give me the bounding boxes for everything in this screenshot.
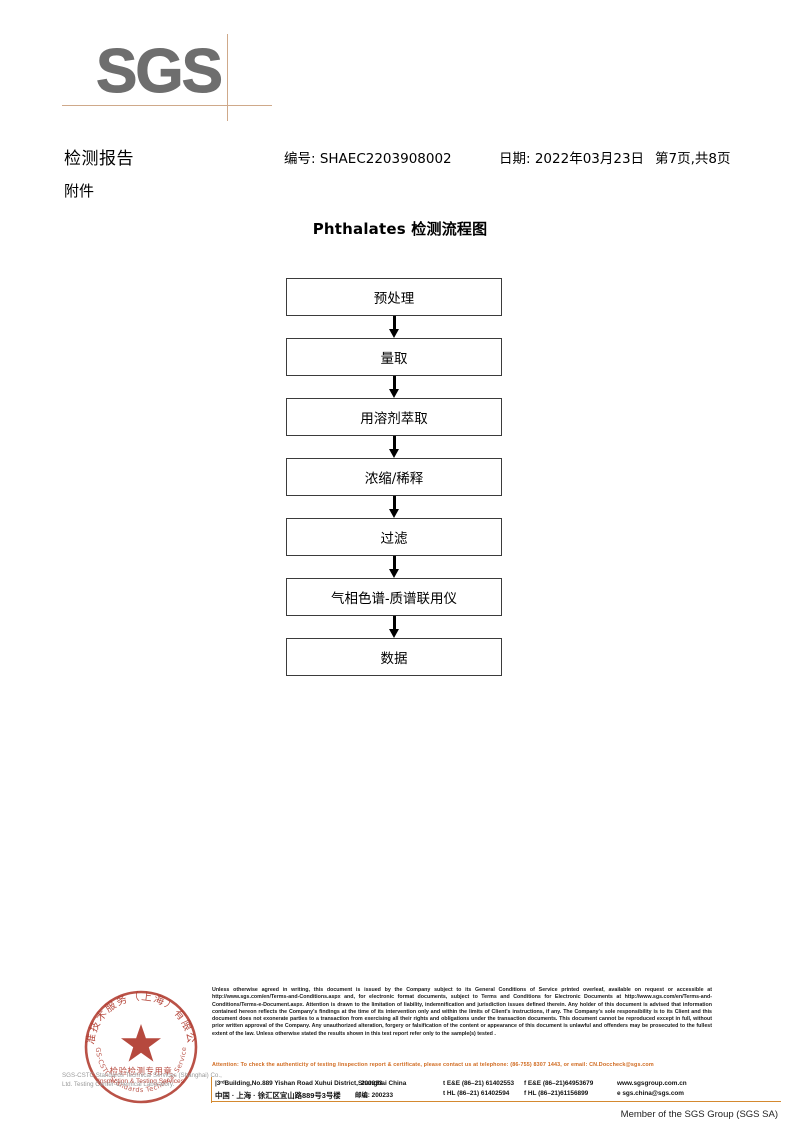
flow-arrow-down-icon [286, 616, 502, 638]
flowchart: 预处理 量取 用溶剂萃取 浓缩/稀释 过滤 气相色谱-质谱联用仪 数据 [286, 278, 504, 676]
page-title: 检测报告 [64, 149, 134, 169]
logo-vertical-rule [227, 34, 228, 121]
member-of-group-label: Member of the SGS Group (SGS SA) [620, 1109, 778, 1120]
address-cn: 中国 · 上海 · 徐汇区宜山路889号3号楼 [215, 1091, 341, 1100]
telephone-cn-1: t HL (86–21) 61402594 [443, 1090, 510, 1097]
website-link[interactable]: www.sgsgroup.com.cn [617, 1080, 687, 1087]
report-number: 编号: SHAEC2203908002 [284, 151, 452, 167]
flowchart-title: Phthalates 检测流程图 [312, 220, 488, 238]
telephone-en-1: t E&E (86–21) 61402553 [443, 1080, 515, 1087]
address-vertical-rule [211, 1077, 213, 1103]
footer-legal-text: Unless otherwise agreed in writing, this… [212, 987, 712, 1037]
address-horizontal-rule [211, 1101, 781, 1103]
attachment-label: 附件 [64, 182, 95, 200]
flow-arrow-down-icon [286, 376, 502, 398]
zip-en: 200233 [361, 1080, 383, 1087]
flow-arrow-down-icon [286, 316, 502, 338]
sgs-logo: SGS [62, 34, 272, 121]
email-link[interactable]: e sgs.china@sgs.com [617, 1090, 684, 1097]
zip-cn: 邮编: 200233 [355, 1092, 394, 1099]
report-date: 日期: 2022年03月23日 [499, 151, 645, 167]
logo-horizontal-rule [62, 105, 272, 106]
flow-step-box: 气相色谱-质谱联用仪 [286, 578, 502, 616]
sgs-logo-text: SGS [96, 37, 224, 107]
flow-step-box: 量取 [286, 338, 502, 376]
flow-step-box: 数据 [286, 638, 502, 676]
seal-caption: SGS-CSTC Standards Technical Services (S… [62, 1072, 222, 1088]
flow-arrow-down-icon [286, 556, 502, 578]
flow-arrow-down-icon [286, 496, 502, 518]
page-indicator: 第7页,共8页 [655, 151, 731, 167]
flow-arrow-down-icon [286, 436, 502, 458]
telephone-cn-2: f HL (86–21)61156899 [524, 1090, 589, 1097]
flow-step-box: 预处理 [286, 278, 502, 316]
telephone-en-2: f E&E (86–21)64953679 [524, 1080, 594, 1087]
svg-text:检验检测专用章: 检验检测专用章 [110, 1066, 173, 1076]
seal-svg: 标准技术服务（上海）有限公司 SGS-CSTC Standards Techni… [76, 979, 198, 1104]
flow-step-box: 过滤 [286, 518, 502, 556]
inspection-seal-stamp: 标准技术服务（上海）有限公司 SGS-CSTC Standards Techni… [76, 979, 200, 1106]
footer-attention-text: Attention: To check the authenticity of … [212, 1062, 654, 1068]
flow-step-box: 用溶剂萃取 [286, 398, 502, 436]
address-en: |3ʳᵈBuilding,No.889 Yishan Road Xuhui Di… [215, 1080, 407, 1087]
flow-step-box: 浓缩/稀释 [286, 458, 502, 496]
svg-text:Inspection & Testing Services: Inspection & Testing Services [98, 1078, 185, 1085]
